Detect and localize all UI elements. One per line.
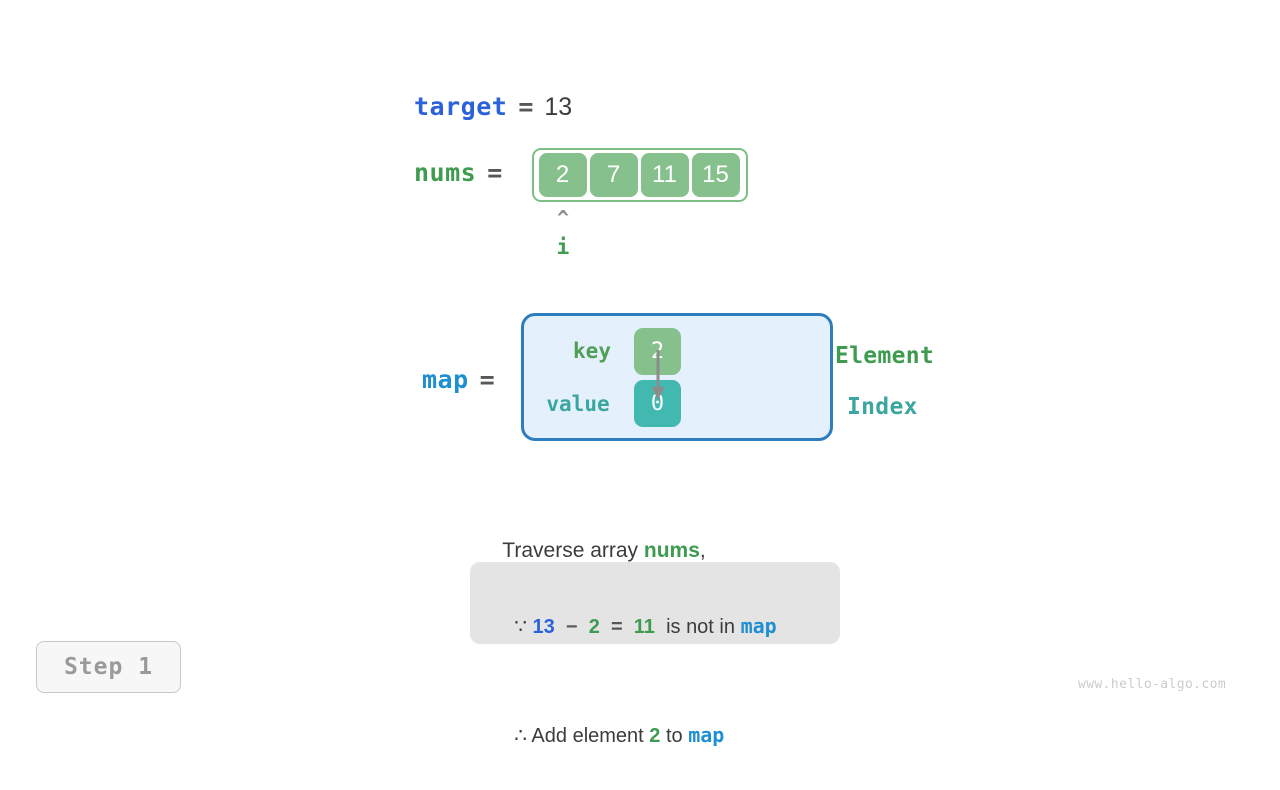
map-variable-name: map bbox=[422, 365, 469, 394]
target-value: 13 bbox=[544, 93, 573, 121]
because-symbol: ∵ bbox=[514, 616, 527, 638]
reason-added-element: 2 bbox=[649, 725, 661, 747]
map-row: map = bbox=[422, 365, 495, 394]
reason-remainder-value: 11 bbox=[633, 616, 655, 638]
reason-map-keyword: map bbox=[740, 614, 777, 638]
nums-array-container: 2 7 11 15 bbox=[532, 148, 748, 202]
target-variable-name: target bbox=[414, 92, 508, 121]
map-value-label: value bbox=[546, 392, 610, 416]
nums-variable-name: nums bbox=[414, 158, 477, 187]
caption-nums-keyword: nums bbox=[643, 539, 700, 562]
index-pointer-label: i bbox=[556, 235, 570, 259]
reason-to-text: to bbox=[665, 725, 683, 747]
map-key-label: key bbox=[573, 339, 611, 363]
target-equals-sign: = bbox=[518, 92, 534, 121]
reason-middle-text: is not in bbox=[666, 616, 735, 638]
reasoning-box: ∵ 13 − 2 = 11 is not in map ∴ Add elemen… bbox=[470, 562, 840, 747]
array-cell[interactable]: 15 bbox=[691, 153, 740, 197]
map-value-cell[interactable]: 0 bbox=[634, 380, 681, 427]
legend-index: Index bbox=[847, 394, 918, 420]
reasoning-line-2: ∴ Add element 2 to map bbox=[492, 681, 818, 790]
array-cell[interactable]: 11 bbox=[640, 153, 689, 197]
nums-row: nums = bbox=[414, 158, 513, 187]
reason-map-keyword: map bbox=[688, 723, 725, 747]
reason-element-value: 2 bbox=[588, 616, 600, 638]
map-key-cell[interactable]: 2 bbox=[634, 328, 681, 375]
nums-equals-sign: = bbox=[487, 158, 503, 187]
reason-minus-operator: − bbox=[565, 616, 578, 638]
reason-target-value: 13 bbox=[532, 616, 555, 638]
array-cell[interactable]: 2 bbox=[538, 153, 587, 197]
caption-suffix: , bbox=[699, 539, 706, 562]
step-badge: Step 1 bbox=[36, 641, 181, 693]
index-pointer-caret-icon: ^ bbox=[556, 206, 570, 230]
caption-traverse: Traverse array nums, bbox=[491, 515, 706, 563]
reasoning-line-1: ∵ 13 − 2 = 11 is not in map bbox=[492, 572, 818, 681]
map-equals-sign: = bbox=[479, 365, 495, 394]
caption-prefix: Traverse array bbox=[502, 539, 644, 562]
array-cell[interactable]: 7 bbox=[589, 153, 638, 197]
legend-element: Element bbox=[835, 343, 935, 369]
reason-add-text: Add element bbox=[531, 725, 644, 747]
target-row: target = 13 bbox=[414, 92, 572, 122]
therefore-symbol: ∴ bbox=[514, 725, 527, 747]
watermark: www.hello-algo.com bbox=[1078, 677, 1227, 692]
reason-equals-operator: = bbox=[610, 616, 623, 638]
